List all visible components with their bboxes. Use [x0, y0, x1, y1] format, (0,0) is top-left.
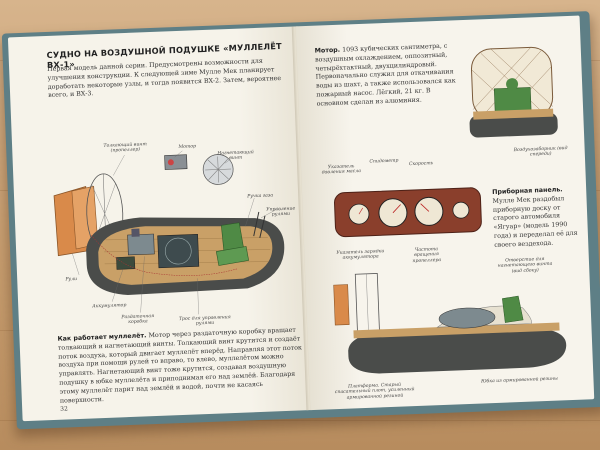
how-it-works-paragraph: Как работает муллелёт. Мотор через разда…	[57, 326, 304, 406]
label-gearbox: Раздаточная коробка	[121, 314, 155, 326]
label-motor: Мотор	[178, 144, 197, 150]
label-pusher-fan: Толкающий винт (пропеллер)	[103, 142, 147, 154]
label-cable: Трос для управления рулями	[178, 315, 231, 327]
front-view-illustration	[469, 46, 558, 138]
label-speed: Скорость	[408, 161, 434, 168]
open-book: СУДНО НА ВОЗДУШНОЙ ПОДУШКЕ «МУЛЛЕЛЁТ ВХ-…	[1, 11, 600, 430]
label-fan-opening: Отверстие для нагнетающего винта (вид сб…	[497, 257, 553, 275]
hovercraft-illustration	[53, 150, 285, 315]
label-air-intake: Воздухозаборник (вид спереди)	[513, 146, 568, 158]
label-steering: Управление рулями	[266, 206, 296, 218]
label-platform: Платформа. Старый спасательный плот, уси…	[334, 382, 415, 401]
page-number: 32	[60, 405, 69, 413]
table-grain	[0, 420, 600, 421]
label-lift-fan: Нагнетающий винт	[217, 150, 254, 162]
left-page: СУДНО НА ВОЗДУШНОЙ ПОДУШКЕ «МУЛЛЕЛЁТ ВХ-…	[7, 26, 309, 422]
label-rudders: Рули	[65, 276, 78, 283]
motor-paragraph: Мотор. 1093 кубических сантиметра, с воз…	[315, 42, 457, 109]
label-oil-pressure: Указатель давления масла	[321, 164, 362, 176]
motor-heading: Мотор.	[314, 46, 341, 55]
dashboard-paragraph: Приборная панель. Мулле Мек раздобыл при…	[492, 186, 582, 251]
dashboard-text: Мулле Мек раздобыл приборную доску от ст…	[492, 195, 578, 249]
label-battery-charge: Указатель зарядки аккумулятора	[336, 249, 385, 262]
dashboard-illustration	[334, 187, 482, 238]
right-page: Мотор. 1093 кубических сантиметра, с воз…	[295, 15, 595, 411]
side-view-illustration	[333, 273, 567, 374]
